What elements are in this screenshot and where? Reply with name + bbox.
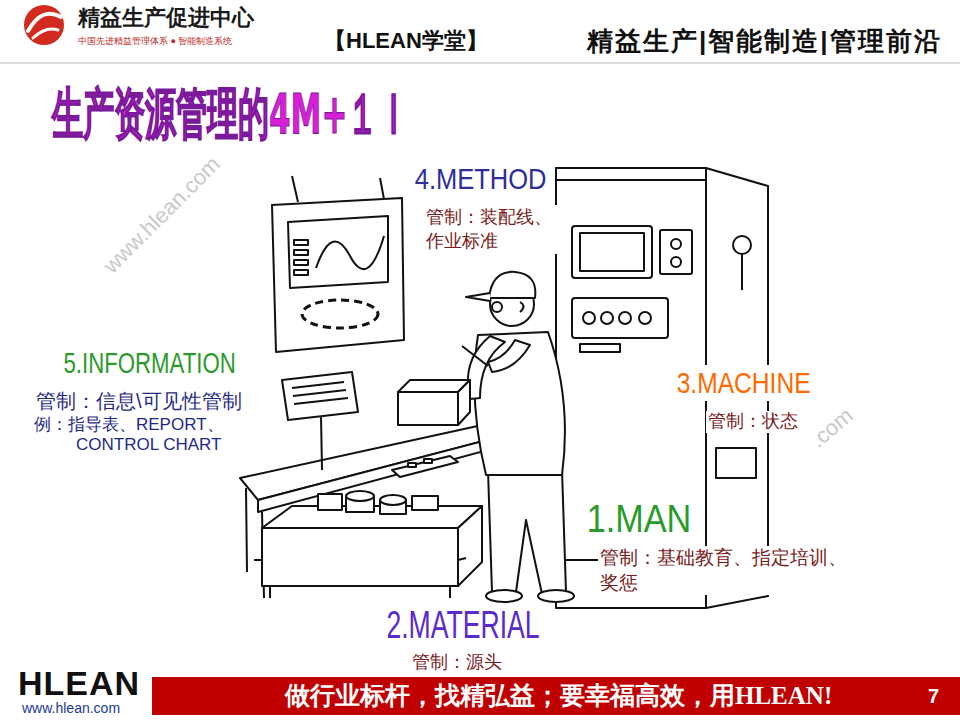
- hanging-chart: [294, 250, 308, 255]
- hanging-chart: [272, 198, 404, 352]
- parts-bin: [346, 491, 374, 501]
- machine-cabinet: [583, 312, 595, 324]
- worker: [488, 340, 530, 372]
- machine-cabinet: [572, 226, 652, 278]
- workbench: [321, 416, 322, 470]
- control-note: 管制：状态: [706, 411, 800, 433]
- machine-cabinet: [619, 312, 631, 324]
- footer-logo: HLEAN: [16, 666, 142, 700]
- control-note: 管制：信息\可见性管制: [34, 389, 244, 413]
- category-heading: 1.MAN: [585, 499, 693, 541]
- machine-cabinet: [671, 239, 681, 249]
- worker: [398, 392, 458, 425]
- parts-bin: [449, 586, 451, 598]
- hanging-chart: [288, 216, 388, 288]
- machine-cabinet: [601, 312, 613, 324]
- workbench: [292, 382, 344, 388]
- worker: [489, 272, 535, 298]
- header-motto: 精益生产|智能制造|管理前沿: [585, 26, 944, 57]
- logo-mark: [24, 5, 64, 45]
- control-note: 管制：基础教育、指定培训、奖惩: [598, 546, 857, 595]
- parts-bin: [269, 586, 271, 598]
- slide-title: 生产资源管理的4M+１Ｉ: [52, 84, 409, 143]
- worker: [538, 590, 574, 602]
- worker: [492, 302, 502, 312]
- footer-band: 做行业标杆，找精弘益；要幸福高效，用HLEAN! 7: [152, 677, 960, 715]
- machine-cabinet: [660, 230, 692, 274]
- machine-cabinet: [639, 312, 651, 324]
- worker: [458, 380, 470, 425]
- parts-bin: [318, 494, 342, 510]
- hanging-chart: [302, 300, 378, 328]
- worker: [486, 590, 522, 602]
- workbench: [392, 456, 458, 477]
- hanging-chart: [294, 240, 308, 245]
- parts-bin: [380, 495, 406, 505]
- category-heading: 4.METHOD: [413, 161, 548, 197]
- hanging-chart: [272, 176, 404, 352]
- worker: [466, 293, 490, 301]
- machine-cabinet: [716, 448, 756, 478]
- parts-bin: [254, 491, 482, 598]
- header-rule: [0, 63, 960, 64]
- workbench: [424, 459, 432, 463]
- logo-mark: [33, 29, 58, 38]
- watermark: www.hlean.com: [98, 151, 226, 279]
- hanging-chart: [292, 176, 298, 202]
- workbench: [282, 372, 358, 420]
- category-heading: 3.MACHINE: [675, 365, 812, 401]
- hanging-chart: [316, 236, 384, 269]
- workbench: [294, 398, 348, 404]
- center-name: 精益生产促进中心: [76, 5, 256, 31]
- parts-bin: [254, 559, 262, 561]
- machine-cabinet: [556, 168, 706, 180]
- control-note: 管制：装配线、作业标准: [424, 205, 558, 254]
- category-heading: 5.INFORMATION: [62, 345, 237, 381]
- category-heading: 2.MATERIAL: [385, 605, 541, 647]
- watermark: .com: [805, 403, 858, 454]
- worker: [462, 346, 488, 366]
- hanging-chart: [380, 178, 384, 199]
- logo-mark: [24, 5, 64, 45]
- control-note: 管制：源头: [410, 652, 504, 674]
- brand-tag: 【HLEAN学堂】: [322, 28, 490, 54]
- footer-url: www.hlean.com: [20, 701, 122, 716]
- page-number: 7: [928, 684, 939, 708]
- machine-cabinet: [580, 344, 620, 352]
- machine-cabinet: [580, 233, 644, 271]
- hanging-chart: [294, 260, 308, 265]
- workbench: [408, 463, 416, 467]
- footer-slogan: 做行业标杆，找精弘益；要幸福高效，用HLEAN!: [285, 681, 832, 711]
- worker: [520, 302, 524, 312]
- workbench: [293, 390, 346, 396]
- parts-bin: [458, 506, 482, 586]
- machine-cabinet: [741, 254, 743, 290]
- center-slogan: 中国先进精益管理体系 ● 智能制造系统: [76, 36, 234, 47]
- hanging-chart: [294, 270, 308, 275]
- parts-bin: [262, 528, 458, 586]
- machine-cabinet: [572, 298, 668, 338]
- workbench: [246, 488, 247, 572]
- example-note: 例：指导表、REPORT、CONTROL CHART: [34, 415, 268, 456]
- parts-bin: [412, 496, 438, 510]
- machine-cabinet: [733, 236, 751, 254]
- worker: [488, 470, 566, 594]
- machine-cabinet: [671, 257, 681, 267]
- parts-bin: [458, 558, 466, 560]
- worker: [398, 272, 574, 602]
